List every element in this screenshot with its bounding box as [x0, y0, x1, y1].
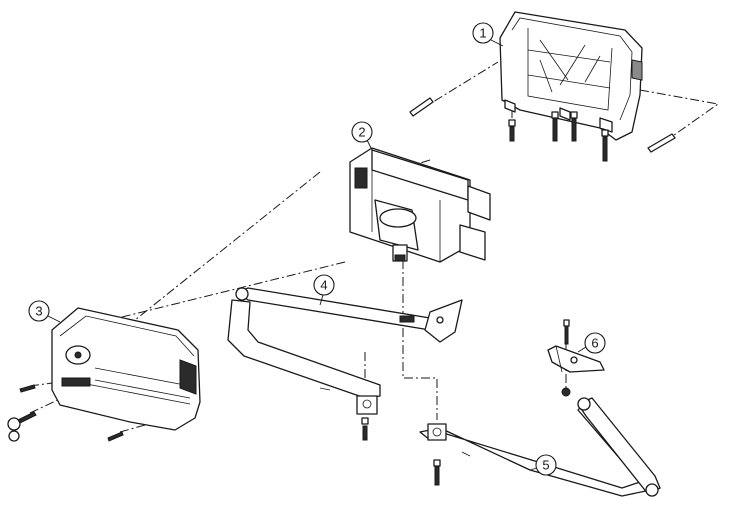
- callout-6-label: 6: [591, 336, 598, 351]
- callout-1-label: 1: [479, 26, 486, 41]
- callout-1: 1: [472, 22, 504, 47]
- callout-4-label: 4: [320, 278, 327, 293]
- straight-arm: [227, 287, 463, 441]
- wall-bracket: [499, 11, 643, 141]
- callout-5: 5: [529, 454, 557, 476]
- callout-3: 3: [28, 300, 61, 323]
- callout-4: 4: [313, 274, 335, 306]
- gear-motor: [349, 147, 491, 263]
- callout-2: 2: [351, 121, 373, 151]
- callout-5-label: 5: [542, 458, 549, 473]
- motor-cover: [51, 307, 201, 431]
- cover-fixings: [7, 384, 124, 442]
- gate-bracket: [547, 319, 605, 397]
- callout-2-label: 2: [358, 125, 365, 140]
- callout-6: 6: [577, 332, 606, 354]
- bracket-screws: [508, 111, 609, 162]
- curved-arm: [419, 397, 661, 497]
- callout-3-label: 3: [35, 304, 42, 319]
- bracket-pins: [409, 97, 676, 153]
